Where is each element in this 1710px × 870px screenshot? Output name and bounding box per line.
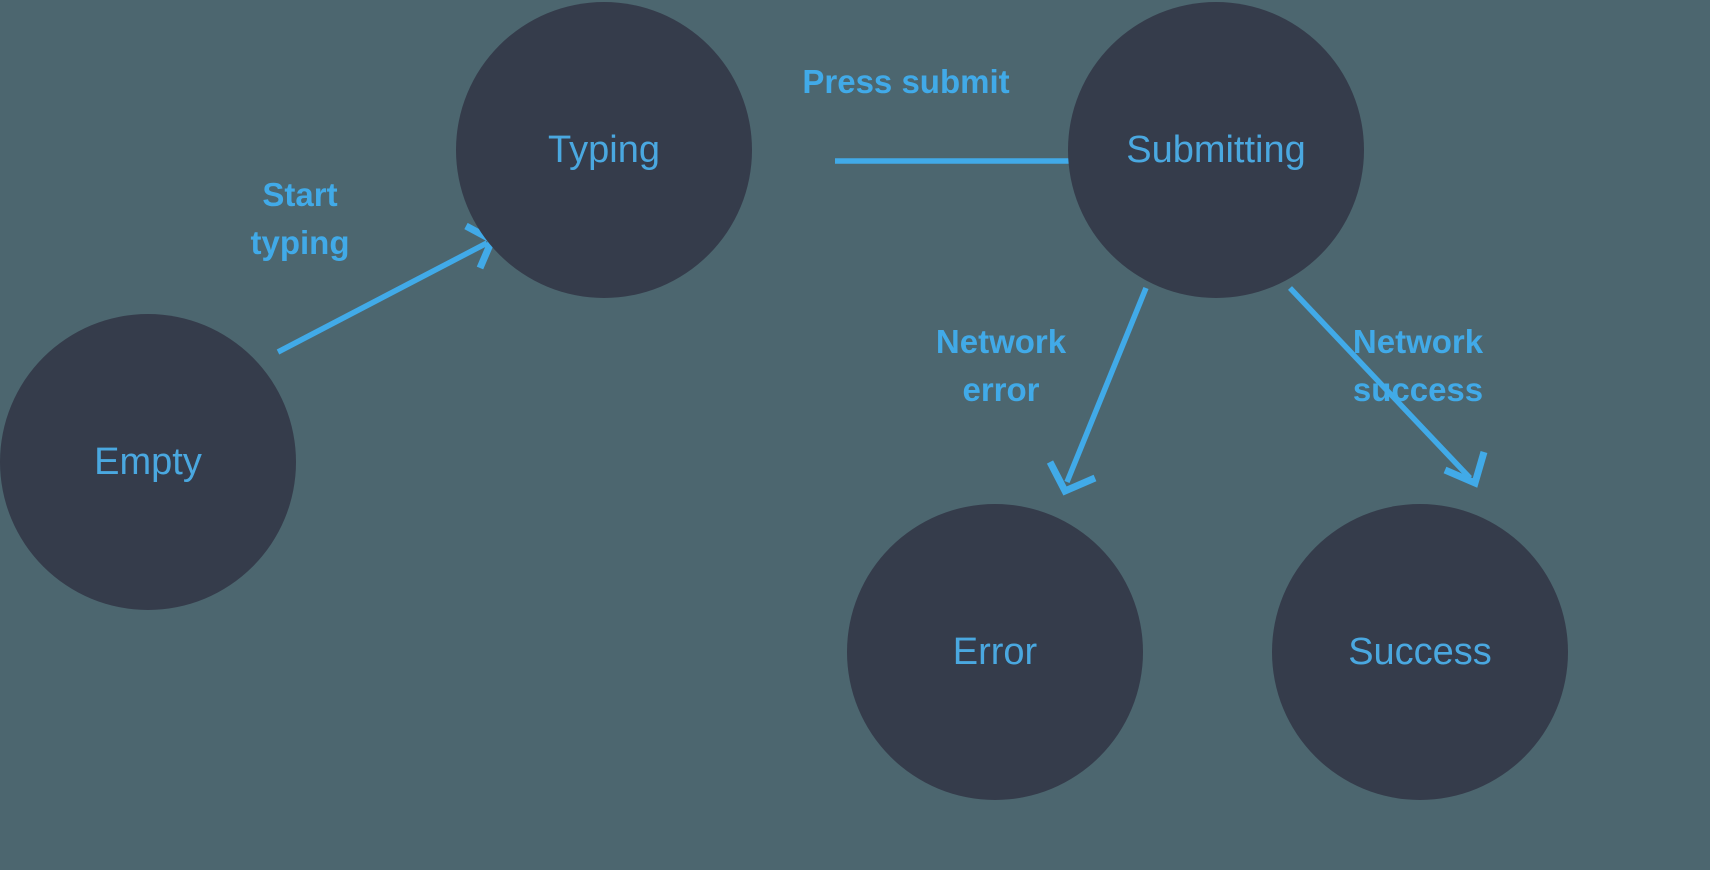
state-node-empty[interactable]: Empty: [0, 314, 296, 610]
edge-submitting-to-success-line: [1288, 286, 1472, 480]
state-node-submitting[interactable]: Submitting: [1068, 2, 1364, 298]
edge-label-press-submit: Press submit: [802, 63, 1009, 100]
edge-submitting-to-error-line: [1064, 286, 1149, 484]
edge-submitting-to-success[interactable]: [1288, 286, 1488, 488]
edge-label-network-error-line1: Network: [936, 323, 1067, 360]
edge-empty-to-typing-line: [276, 240, 489, 355]
edge-label-start-typing: Start typing: [251, 176, 350, 261]
state-node-error-label: Error: [953, 631, 1038, 673]
edge-submitting-to-error[interactable]: [1046, 286, 1149, 496]
state-node-success[interactable]: Success: [1272, 504, 1568, 800]
edge-label-network-success-line1: Network: [1353, 323, 1484, 360]
edge-submitting-to-success-arrowhead: [1443, 451, 1488, 488]
edge-label-network-error: Network error: [936, 323, 1067, 408]
state-node-typing[interactable]: Typing: [456, 2, 752, 298]
edge-label-start-typing-line1: Start: [262, 176, 337, 213]
state-node-error-circle: [847, 504, 1143, 800]
state-node-empty-label: Empty: [94, 441, 202, 483]
edge-label-start-typing-line2: typing: [251, 224, 350, 261]
edge-label-press-submit-line1: Press submit: [802, 63, 1009, 100]
state-node-success-circle: [1272, 504, 1568, 800]
state-node-success-label: Success: [1348, 631, 1492, 673]
state-node-error[interactable]: Error: [847, 504, 1143, 800]
state-node-submitting-label: Submitting: [1126, 129, 1306, 171]
edge-label-network-success-line2: success: [1353, 371, 1483, 408]
state-node-submitting-circle: [1068, 2, 1364, 298]
edge-submitting-to-error-arrowhead: [1046, 460, 1097, 496]
state-node-typing-label: Typing: [548, 129, 660, 171]
state-node-typing-circle: [456, 2, 752, 298]
state-node-empty-circle: [0, 314, 296, 610]
edge-label-network-success: Network success: [1353, 323, 1484, 408]
edge-label-network-error-line2: error: [962, 371, 1039, 408]
